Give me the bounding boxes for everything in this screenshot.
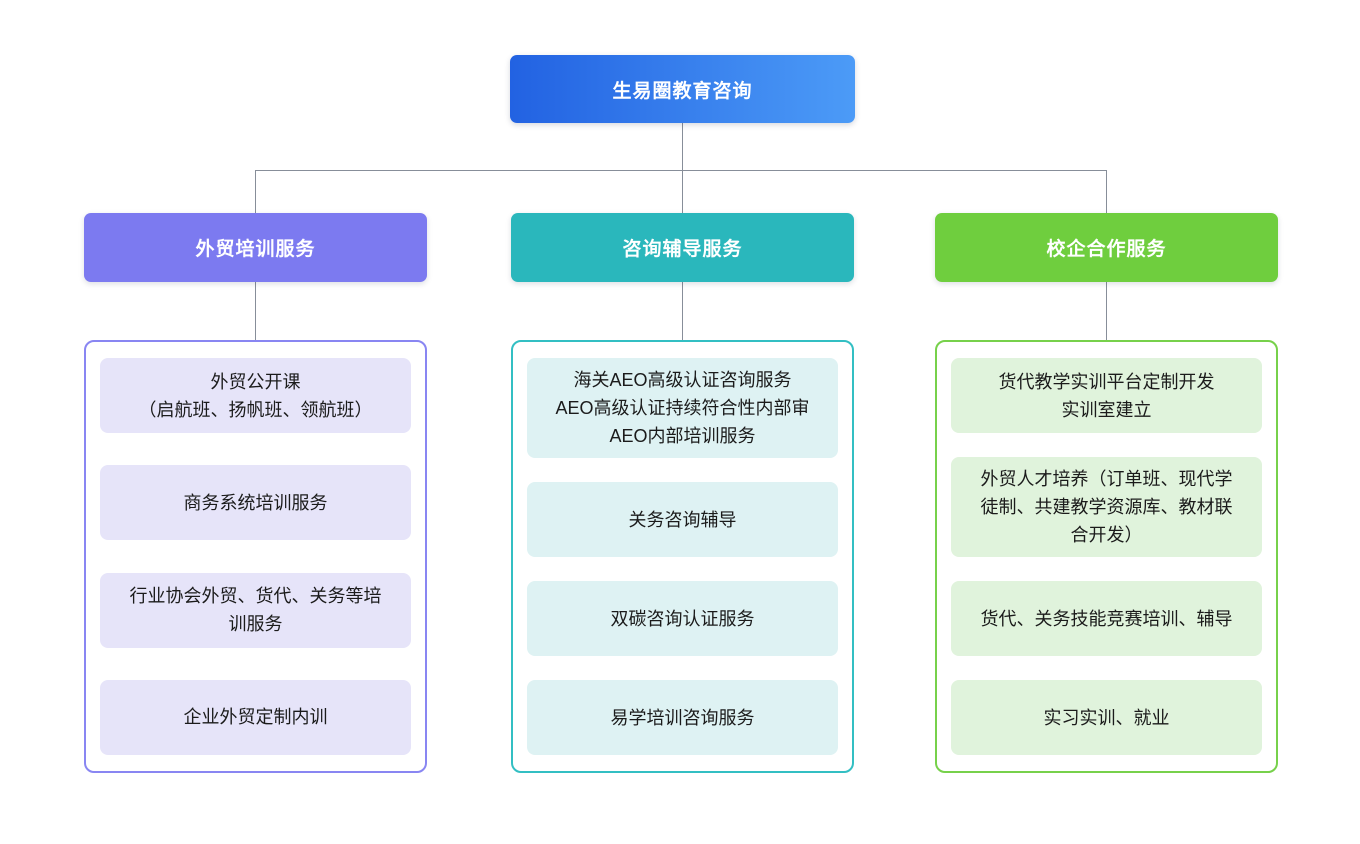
- connector-root-stem: [682, 123, 683, 170]
- branch-header-school-enterprise: 校企合作服务: [935, 213, 1278, 282]
- service-item: 企业外贸定制内训: [100, 679, 411, 755]
- service-item: 实习实训、就业: [951, 680, 1262, 755]
- service-item: 行业协会外贸、货代、关务等培 训服务: [100, 572, 411, 648]
- connector-drop-branch-3: [1106, 170, 1107, 213]
- branch-header-trade-training: 外贸培训服务: [84, 213, 427, 282]
- connector-header-body-2: [682, 282, 683, 340]
- branch-container-consulting: 海关AEO高级认证咨询服务 AEO高级认证持续符合性内部审 AEO内部培训服务 …: [511, 340, 854, 773]
- connector-drop-branch-2: [682, 170, 683, 213]
- service-item: 海关AEO高级认证咨询服务 AEO高级认证持续符合性内部审 AEO内部培训服务: [527, 358, 838, 458]
- connector-drop-branch-1: [255, 170, 256, 213]
- service-item: 商务系统培训服务: [100, 465, 411, 541]
- branch-header-consulting: 咨询辅导服务: [511, 213, 854, 282]
- root-node: 生易圈教育咨询: [510, 55, 855, 123]
- service-item: 易学培训咨询服务: [527, 680, 838, 755]
- service-item: 双碳咨询认证服务: [527, 581, 838, 656]
- service-item: 货代、关务技能竞赛培训、辅导: [951, 581, 1262, 656]
- connector-rail: [255, 170, 1107, 171]
- connector-header-body-3: [1106, 282, 1107, 340]
- service-item: 外贸人才培养（订单班、现代学 徒制、共建教学资源库、教材联 合开发）: [951, 457, 1262, 557]
- service-item: 关务咨询辅导: [527, 482, 838, 557]
- branch-container-school-enterprise: 货代教学实训平台定制开发 实训室建立 外贸人才培养（订单班、现代学 徒制、共建教…: [935, 340, 1278, 773]
- service-item: 货代教学实训平台定制开发 实训室建立: [951, 358, 1262, 433]
- branch-container-trade-training: 外贸公开课 （启航班、扬帆班、领航班） 商务系统培训服务 行业协会外贸、货代、关…: [84, 340, 427, 773]
- service-item: 外贸公开课 （启航班、扬帆班、领航班）: [100, 358, 411, 433]
- connector-header-body-1: [255, 282, 256, 340]
